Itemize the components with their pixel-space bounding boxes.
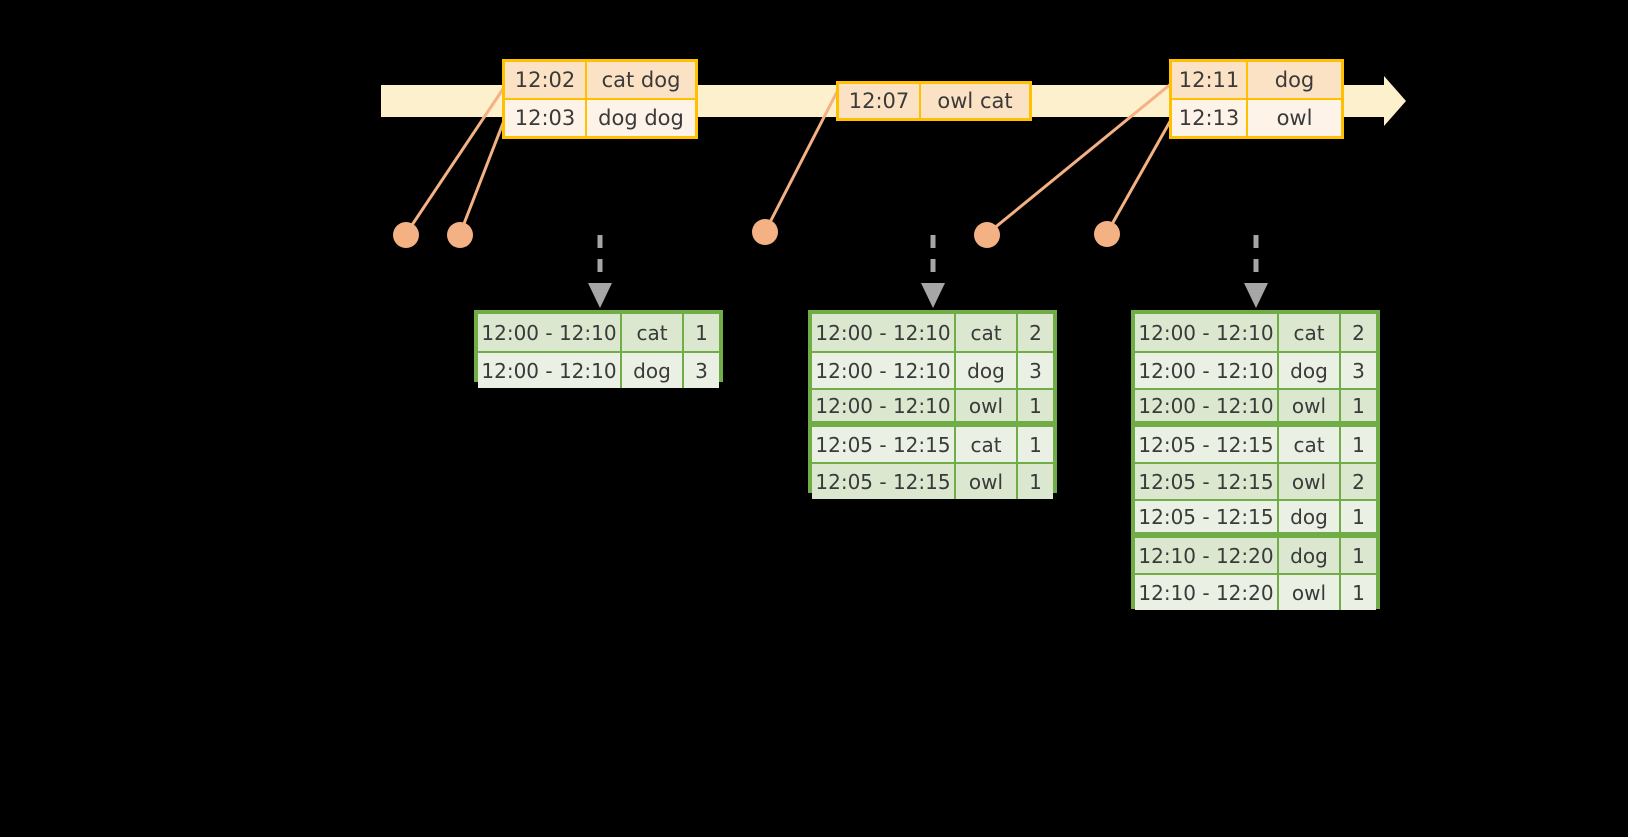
count-cell: 1 xyxy=(1352,543,1365,568)
count-cell: 1 xyxy=(1352,432,1365,457)
word-cell: cat xyxy=(1279,427,1341,462)
window-cell: 12:00 - 12:10 xyxy=(812,390,956,421)
count-cell: 1 xyxy=(1352,504,1365,529)
event-time: 12:03 xyxy=(505,100,587,136)
connector-dot xyxy=(393,222,419,248)
event-row: 12:03 dog dog xyxy=(505,98,695,136)
table-row: 12:10 - 12:20 dog 1 xyxy=(1135,536,1376,573)
word-cell: owl xyxy=(1279,464,1341,499)
window-cell: 12:05 - 12:15 xyxy=(1135,464,1279,499)
table-row: 12:05 - 12:15 owl 1 xyxy=(812,462,1053,499)
window-cell: 12:05 - 12:15 xyxy=(1135,427,1279,462)
window-cell: 12:00 - 12:10 xyxy=(478,353,622,388)
window-cell: 12:00 - 12:10 xyxy=(812,353,956,388)
word-cell: owl xyxy=(956,464,1018,499)
word-cell: cat xyxy=(956,427,1018,462)
dashed-arrow-head-icon xyxy=(588,283,612,308)
result-table-2: 12:00 - 12:10 cat 2 12:00 - 12:10 dog 3 … xyxy=(808,310,1057,499)
count-cell: 1 xyxy=(1029,393,1042,418)
word-cell: dog xyxy=(956,353,1018,388)
event-time: 12:02 xyxy=(505,62,587,98)
count-cell: 3 xyxy=(695,358,708,383)
connector-dot xyxy=(974,222,1000,248)
table-row: 12:00 - 12:10 cat 2 xyxy=(1135,314,1376,351)
event-row: 12:13 owl xyxy=(1172,98,1341,136)
word-cell: dog xyxy=(1279,353,1341,388)
event-words: cat dog xyxy=(601,68,681,92)
count-cell: 3 xyxy=(1352,358,1365,383)
event-words: owl cat xyxy=(937,89,1013,113)
table-row: 12:00 - 12:10 dog 3 xyxy=(1135,351,1376,388)
table-row: 12:05 - 12:15 owl 2 xyxy=(1135,462,1376,499)
word-cell: owl xyxy=(1279,575,1341,610)
table-row: 12:00 - 12:10 dog 3 xyxy=(812,351,1053,388)
connector-dot xyxy=(1094,221,1120,247)
table-row: 12:00 - 12:10 owl 1 xyxy=(812,388,1053,425)
event-row: 12:07 owl cat xyxy=(839,84,1029,118)
dashed-arrow-head-icon xyxy=(921,283,945,308)
connector-dot xyxy=(752,219,778,245)
word-cell: cat xyxy=(1279,314,1341,351)
result-table-3: 12:00 - 12:10 cat 2 12:00 - 12:10 dog 3 … xyxy=(1131,310,1380,610)
table-row: 12:00 - 12:10 cat 1 xyxy=(478,314,719,351)
event-time: 12:13 xyxy=(1172,100,1248,136)
table-row: 12:10 - 12:20 owl 1 xyxy=(1135,573,1376,610)
event-group-2[interactable]: 12:07 owl cat xyxy=(836,81,1032,121)
event-words: owl xyxy=(1276,106,1313,130)
word-cell: dog xyxy=(622,353,684,388)
event-row: 12:02 cat dog xyxy=(505,62,695,98)
window-cell: 12:10 - 12:20 xyxy=(1135,575,1279,610)
dashed-arrow-head-icon xyxy=(1244,283,1268,308)
result-table-1: 12:00 - 12:10 cat 1 12:00 - 12:10 dog 3 xyxy=(474,310,723,388)
word-cell: dog xyxy=(1279,538,1341,573)
event-time: 12:11 xyxy=(1172,62,1248,98)
table-row: 12:00 - 12:10 cat 2 xyxy=(812,314,1053,351)
word-cell: owl xyxy=(956,390,1018,421)
event-words: dog dog xyxy=(598,106,684,130)
count-cell: 3 xyxy=(1029,358,1042,383)
table-row: 12:05 - 12:15 dog 1 xyxy=(1135,499,1376,536)
count-cell: 1 xyxy=(1029,469,1042,494)
window-cell: 12:00 - 12:10 xyxy=(478,314,622,351)
window-cell: 12:10 - 12:20 xyxy=(1135,538,1279,573)
table-row: 12:05 - 12:15 cat 1 xyxy=(1135,425,1376,462)
event-group-1[interactable]: 12:02 cat dog 12:03 dog dog xyxy=(502,59,698,139)
count-cell: 2 xyxy=(1029,320,1042,345)
word-cell: cat xyxy=(956,314,1018,351)
connector-dot xyxy=(447,222,473,248)
count-cell: 2 xyxy=(1352,320,1365,345)
table-row: 12:05 - 12:15 cat 1 xyxy=(812,425,1053,462)
event-group-3[interactable]: 12:11 dog 12:13 owl xyxy=(1169,59,1344,139)
window-cell: 12:05 - 12:15 xyxy=(1135,501,1279,532)
count-cell: 1 xyxy=(1029,432,1042,457)
event-row: 12:11 dog xyxy=(1172,62,1341,98)
event-time: 12:07 xyxy=(839,84,921,118)
table-row: 12:00 - 12:10 dog 3 xyxy=(478,351,719,388)
window-cell: 12:00 - 12:10 xyxy=(1135,390,1279,421)
count-cell: 1 xyxy=(1352,580,1365,605)
word-cell: owl xyxy=(1279,390,1341,421)
window-cell: 12:00 - 12:10 xyxy=(1135,353,1279,388)
word-cell: cat xyxy=(622,314,684,351)
timeline-arrowhead-icon xyxy=(1366,76,1406,126)
event-words: dog xyxy=(1274,68,1315,92)
window-cell: 12:05 - 12:15 xyxy=(812,427,956,462)
count-cell: 1 xyxy=(1352,393,1365,418)
window-cell: 12:00 - 12:10 xyxy=(812,314,956,351)
window-cell: 12:05 - 12:15 xyxy=(812,464,956,499)
word-cell: dog xyxy=(1279,501,1341,532)
window-cell: 12:00 - 12:10 xyxy=(1135,314,1279,351)
count-cell: 2 xyxy=(1352,469,1365,494)
table-row: 12:00 - 12:10 owl 1 xyxy=(1135,388,1376,425)
count-cell: 1 xyxy=(695,320,708,345)
